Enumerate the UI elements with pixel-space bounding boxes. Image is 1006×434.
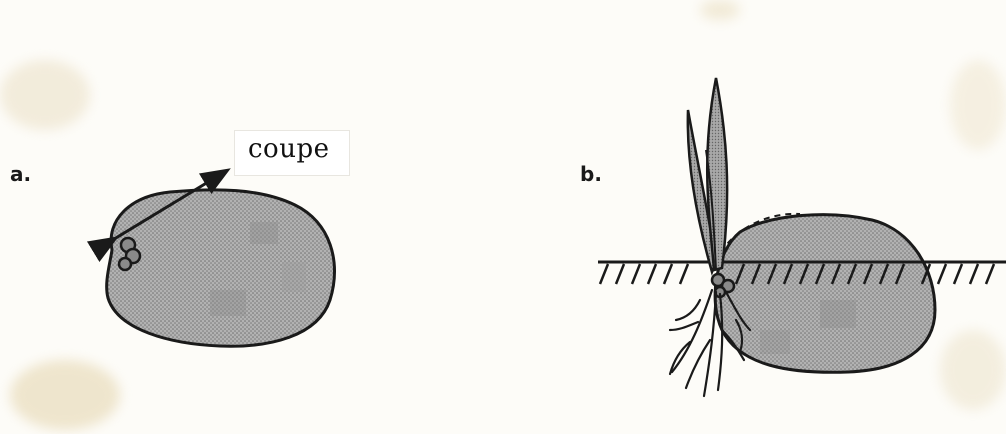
panel-b-group	[598, 78, 1006, 396]
panel-a-tuber-group	[106, 176, 335, 346]
tuber-b-patch	[820, 300, 856, 328]
sprout-leaf-right	[707, 78, 727, 270]
tuber-b	[715, 215, 935, 373]
tuber-b-patch	[760, 330, 790, 354]
tuber-a-patch	[282, 262, 306, 292]
tuber-a-patch	[250, 222, 278, 244]
tuber-a-patch	[210, 290, 246, 316]
